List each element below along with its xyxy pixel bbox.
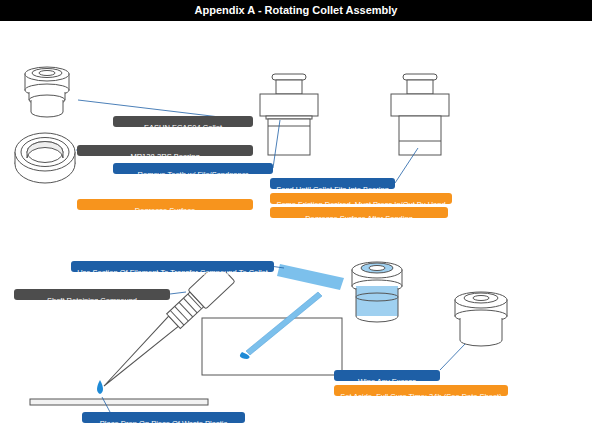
title-bar: Appendix A - Rotating Collet Assembly bbox=[0, 0, 592, 21]
callout-box: Set Aside, Full Cure Time: 24h (See Data… bbox=[334, 385, 508, 396]
filament-piece bbox=[277, 264, 344, 290]
callout-box: MR128-2RS Bearing bbox=[77, 145, 253, 156]
collet-final-figure bbox=[455, 292, 507, 346]
callout-text: Degrease Surface After Sanding bbox=[305, 213, 413, 224]
callout-text: Degrease Surface bbox=[135, 205, 195, 216]
callout-text: Use Section Of Filament To Transfer Comp… bbox=[77, 267, 268, 278]
title: Appendix A - Rotating Collet Assembly bbox=[0, 0, 592, 21]
collet-sanded-figure bbox=[391, 74, 449, 155]
collet-compound-figure bbox=[352, 262, 402, 322]
callout-text: MR128-2RS Bearing bbox=[130, 151, 199, 162]
callout-box: Use Section Of Filament To Transfer Comp… bbox=[71, 261, 274, 272]
leader-line bbox=[273, 120, 280, 168]
filament-stick bbox=[246, 292, 322, 355]
collet-figure bbox=[25, 67, 69, 117]
callout-box: Wipe Any Excess bbox=[334, 370, 440, 381]
waste-plastic bbox=[30, 399, 208, 405]
callout-box: Remove Tooth w/ File/Sandpaper bbox=[113, 163, 273, 174]
callout-text: EASUN ECAS04 Collet bbox=[144, 122, 222, 133]
callout-box: Degrease Surface bbox=[77, 199, 253, 210]
bearing-figure bbox=[15, 133, 75, 183]
callout-box: Degrease Surface After Sanding bbox=[270, 207, 448, 218]
compound-drop bbox=[97, 380, 103, 394]
callout-text: Place Drop On Piece Of Waste Plastic bbox=[100, 418, 227, 429]
callout-box: Shaft Retaining Compound bbox=[14, 289, 170, 300]
leader-line bbox=[395, 148, 418, 183]
leader-line bbox=[102, 397, 110, 412]
callout-box: Place Drop On Piece Of Waste Plastic bbox=[82, 412, 245, 423]
waste-plastic-plate bbox=[202, 318, 342, 375]
callout-box: EASUN ECAS04 Collet bbox=[113, 116, 253, 127]
collet-side-figure bbox=[260, 74, 318, 155]
callout-text: Shaft Retaining Compound bbox=[47, 295, 137, 306]
leader-line bbox=[440, 344, 465, 370]
callout-box: Some Friction Desired, Must Press In/Out… bbox=[270, 193, 452, 204]
callout-box: Sand Until Collet Fits Into Bearing bbox=[270, 178, 395, 189]
callout-text: Set Aside, Full Cure Time: 24h (See Data… bbox=[340, 391, 501, 402]
callout-text: Remove Tooth w/ File/Sandpaper bbox=[138, 169, 249, 180]
leader-line bbox=[170, 292, 186, 294]
